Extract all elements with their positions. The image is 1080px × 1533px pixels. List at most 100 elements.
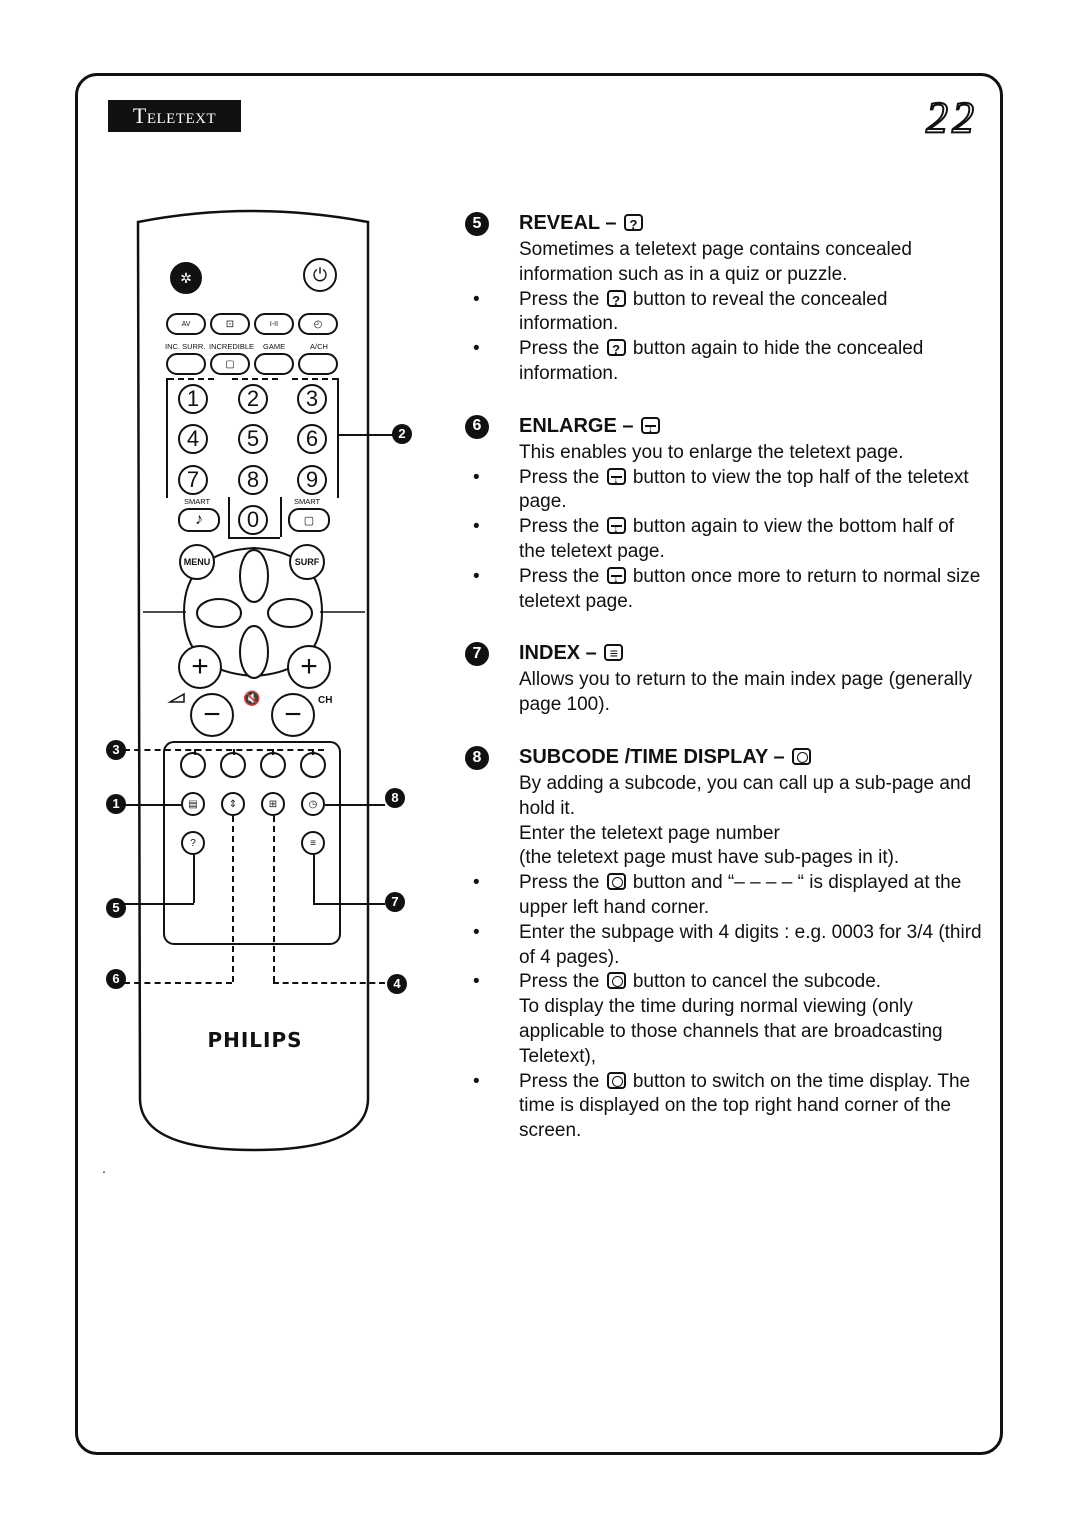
smart-picture-button[interactable]: ▢ bbox=[288, 508, 330, 532]
enlarge-title-wrap: ENLARGE – bbox=[519, 414, 662, 441]
subcode-bullet-1: •Press the button and “– – – – “ is disp… bbox=[465, 871, 985, 921]
index-title: INDEX – bbox=[519, 642, 597, 665]
index-title-wrap: INDEX – bbox=[519, 641, 625, 666]
bullet-text-post: button again to hide the concealed infor… bbox=[519, 338, 924, 384]
incredible-button[interactable]: ▢ bbox=[210, 353, 250, 375]
callout-6: 6 bbox=[106, 969, 126, 989]
grid-line bbox=[166, 378, 168, 498]
inc-surr-button[interactable] bbox=[166, 353, 206, 375]
reveal-heading: 5 REVEAL – bbox=[465, 208, 985, 238]
grid-line bbox=[280, 497, 282, 537]
subcode-title-wrap: SUBCODE /TIME DISPLAY – bbox=[519, 745, 813, 770]
av-button[interactable]: AV bbox=[166, 313, 206, 335]
digit-5-button[interactable]: 5 bbox=[238, 424, 268, 454]
digit-9-button[interactable]: 9 bbox=[297, 465, 327, 495]
enlarge-bullet-1: •Press the button to view the top half o… bbox=[465, 466, 985, 516]
digit-6-button[interactable]: 6 bbox=[297, 424, 327, 454]
blue-key-button[interactable] bbox=[300, 752, 326, 778]
teletext-on-button[interactable]: ▤ bbox=[181, 792, 205, 816]
subcode-time-icon bbox=[792, 747, 812, 765]
ch-label: CH bbox=[318, 695, 333, 706]
enlarge-bullet-2: •Press the button again to view the bott… bbox=[465, 515, 985, 565]
callout-7-line bbox=[313, 855, 315, 903]
subcode-line3: (the teletext page must have sub-pages i… bbox=[519, 847, 900, 869]
callout-3: 3 bbox=[106, 740, 126, 760]
red-key-button[interactable] bbox=[180, 752, 206, 778]
volume-icon bbox=[167, 692, 185, 703]
callout-4: 4 bbox=[387, 974, 407, 994]
index-button[interactable]: ≡ bbox=[301, 831, 325, 855]
callout-3-drop bbox=[194, 749, 196, 755]
callout-8-line bbox=[325, 804, 385, 806]
bullet-text: Enter the subpage with 4 digits : e.g. 0… bbox=[519, 921, 982, 968]
enlarge-heading: 6 ENLARGE – bbox=[465, 411, 985, 441]
grid-line bbox=[228, 537, 280, 539]
timer-button[interactable]: ◴ bbox=[298, 313, 338, 335]
callout-7: 7 bbox=[385, 892, 405, 912]
standby-secondary-button[interactable]: ✲ bbox=[170, 262, 202, 294]
mute-button[interactable]: 🔇 bbox=[240, 686, 264, 710]
bullet: • bbox=[473, 1070, 480, 1092]
sound-mode-button[interactable]: ⊡ bbox=[210, 313, 250, 335]
callout-3-drop bbox=[312, 749, 314, 755]
callout-4-line bbox=[273, 982, 385, 984]
subcode-time-icon bbox=[606, 1071, 626, 1089]
reveal-button[interactable]: ? bbox=[181, 831, 205, 855]
callout-5-line bbox=[193, 855, 195, 903]
menu-button[interactable]: MENU bbox=[179, 544, 215, 580]
reveal-number-badge: 5 bbox=[465, 212, 489, 236]
digit-1-button[interactable]: 1 bbox=[178, 384, 208, 414]
brand-logo: PHILIPS bbox=[207, 1028, 303, 1052]
bullet-text-pre: Press the bbox=[519, 516, 600, 538]
power-button[interactable]: ⏻ bbox=[303, 258, 337, 292]
reveal-title: REVEAL – bbox=[519, 212, 617, 234]
game-button[interactable] bbox=[254, 353, 294, 375]
callout-6-line bbox=[124, 982, 232, 984]
reveal-title-wrap: REVEAL – bbox=[519, 211, 645, 238]
enlarge-section: 6 ENLARGE – This enables you to enlarge … bbox=[465, 411, 985, 615]
callout-2: 2 bbox=[392, 424, 412, 444]
volume-up-button[interactable]: + bbox=[178, 645, 222, 689]
enlarge-icon bbox=[606, 516, 626, 541]
bullet: • bbox=[473, 288, 480, 310]
digit-2-button[interactable]: 2 bbox=[238, 384, 268, 414]
index-section: 7 INDEX – Allows you to return to the ma… bbox=[465, 638, 985, 718]
enlarge-button[interactable]: ⇕ bbox=[221, 792, 245, 816]
callout-7-line bbox=[313, 903, 385, 905]
dual-sound-button[interactable]: I-II bbox=[254, 313, 294, 335]
channel-up-button[interactable]: + bbox=[287, 645, 331, 689]
mix-button[interactable]: ⊞ bbox=[261, 792, 285, 816]
subcode-heading: 8 SUBCODE /TIME DISPLAY – bbox=[465, 742, 985, 772]
page-frame bbox=[75, 73, 1003, 1455]
subcode-note: To display the time during normal viewin… bbox=[519, 996, 943, 1067]
ach-button[interactable] bbox=[298, 353, 338, 375]
bullet-text-post: button again to view the bottom half of … bbox=[519, 516, 954, 562]
volume-down-button[interactable]: − bbox=[190, 693, 234, 737]
reveal-bullet-1: •Press the button to reveal the conceale… bbox=[465, 288, 985, 338]
channel-down-button[interactable]: − bbox=[271, 693, 315, 737]
digit-0-button[interactable]: 0 bbox=[238, 505, 268, 535]
callout-5-line bbox=[124, 903, 194, 905]
smart-sound-button[interactable]: ♪ bbox=[178, 508, 220, 532]
green-key-button[interactable] bbox=[220, 752, 246, 778]
enlarge-number-badge: 6 bbox=[465, 414, 489, 439]
nav-right-arrow bbox=[267, 598, 313, 628]
nav-down-arrow bbox=[239, 625, 269, 679]
digit-4-button[interactable]: 4 bbox=[178, 424, 208, 454]
yellow-key-button[interactable] bbox=[260, 752, 286, 778]
surf-button[interactable]: SURF bbox=[289, 544, 325, 580]
enlarge-bullet-3: •Press the button once more to return to… bbox=[465, 565, 985, 615]
label-inc-surr: INC. SURR. bbox=[165, 342, 206, 351]
callout-2-line bbox=[337, 434, 393, 436]
bullet-text-post: button to cancel the subcode. bbox=[632, 971, 882, 993]
bullet-text-post: button to view the top half of the telet… bbox=[519, 466, 969, 513]
digit-7-button[interactable]: 7 bbox=[178, 465, 208, 495]
subcode-time-button[interactable]: ◷ bbox=[301, 792, 325, 816]
bullet-text-pre: Press the bbox=[519, 971, 600, 993]
bullet-text-post: button and “– – – – “ is displayed at th… bbox=[519, 872, 962, 918]
digit-8-button[interactable]: 8 bbox=[238, 465, 268, 495]
reveal-icon bbox=[606, 289, 626, 313]
digit-3-button[interactable]: 3 bbox=[297, 384, 327, 414]
reveal-bullet-2: •Press the button again to hide the conc… bbox=[465, 337, 985, 387]
enlarge-icon bbox=[606, 566, 626, 591]
